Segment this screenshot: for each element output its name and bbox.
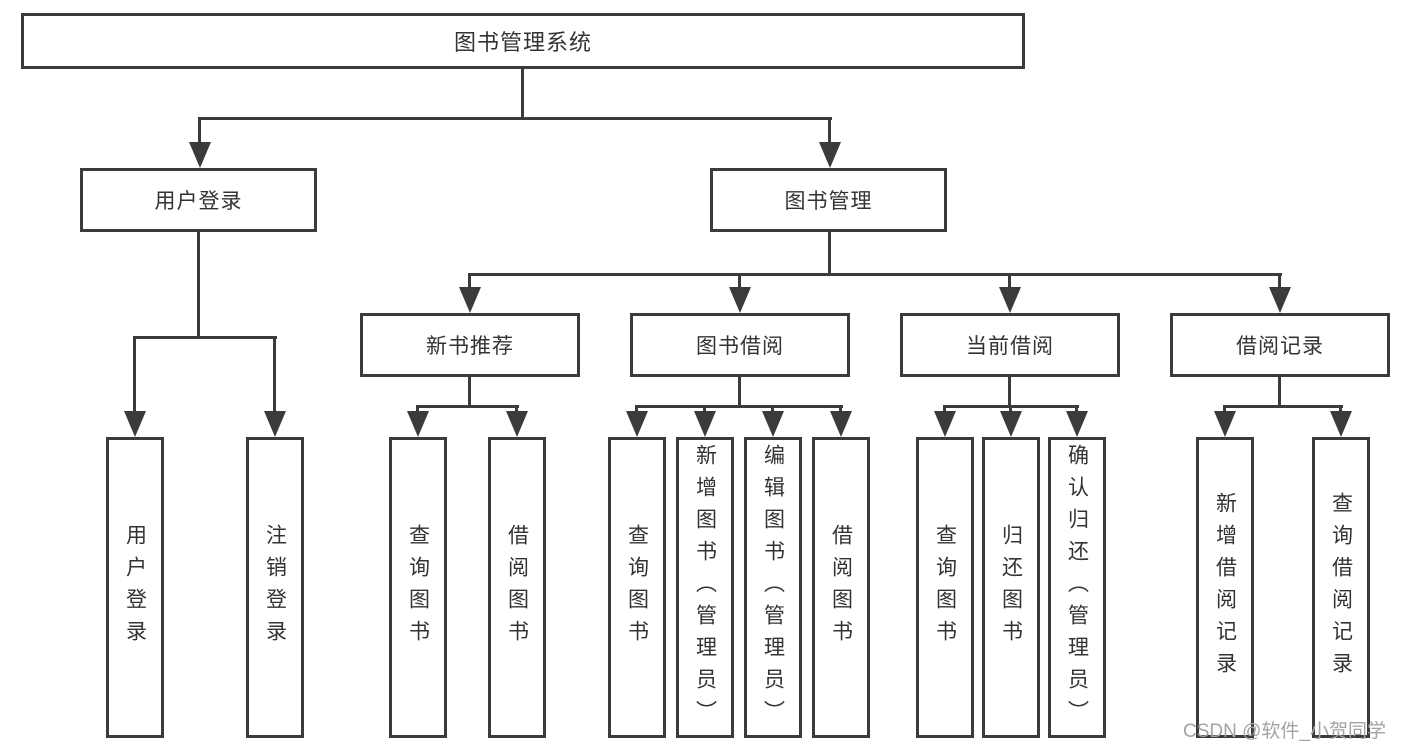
leaf-add-book-admin: 新增图书（管理员） bbox=[676, 437, 734, 738]
connector-line bbox=[1339, 405, 1342, 415]
connector-line bbox=[635, 405, 843, 408]
leaf-borrow-book-2: 借阅图书 bbox=[812, 437, 870, 738]
connector-line bbox=[133, 336, 277, 339]
leaf-query-book-1: 查询图书 bbox=[389, 437, 447, 738]
connector-line bbox=[943, 405, 946, 415]
connector-line bbox=[635, 405, 638, 415]
connector-line bbox=[1278, 273, 1281, 290]
node-label: 查询图书 bbox=[406, 523, 430, 652]
connector-line bbox=[521, 69, 524, 118]
node-label: 归还图书 bbox=[999, 523, 1023, 652]
leaf-return-book: 归还图书 bbox=[982, 437, 1040, 738]
leaf-query-borrow-record: 查询借阅记录 bbox=[1312, 437, 1370, 738]
connector-line bbox=[1075, 405, 1078, 415]
node-label: 确认归还（管理员） bbox=[1065, 443, 1089, 732]
node-current-borrow: 当前借阅 bbox=[900, 313, 1120, 377]
arrowhead-icon bbox=[762, 411, 784, 437]
connector-line bbox=[515, 405, 518, 415]
connector-line bbox=[133, 336, 136, 414]
node-label: 借阅图书 bbox=[829, 523, 853, 652]
connector-line bbox=[828, 117, 831, 145]
node-label: 图书管理系统 bbox=[453, 30, 592, 55]
arrowhead-icon bbox=[506, 411, 528, 437]
arrowhead-icon bbox=[694, 411, 716, 437]
leaf-logout: 注销登录 bbox=[246, 437, 304, 738]
node-label: 查询图书 bbox=[625, 523, 649, 652]
connector-line bbox=[1223, 405, 1226, 415]
node-label: 借阅记录 bbox=[1236, 335, 1324, 358]
node-label: 查询图书 bbox=[933, 523, 957, 652]
connector-line bbox=[738, 377, 741, 408]
arrowhead-icon bbox=[189, 142, 211, 168]
connector-line bbox=[839, 405, 842, 415]
node-label: 当前借阅 bbox=[966, 335, 1054, 358]
arrowhead-icon bbox=[1214, 411, 1236, 437]
arrowhead-icon bbox=[626, 411, 648, 437]
leaf-edit-book-admin: 编辑图书（管理员） bbox=[744, 437, 802, 738]
node-label: 注销登录 bbox=[263, 523, 287, 652]
connector-line bbox=[273, 336, 276, 414]
leaf-query-book-2: 查询图书 bbox=[608, 437, 666, 738]
arrowhead-icon bbox=[1000, 411, 1022, 437]
node-root-system: 图书管理系统 bbox=[21, 13, 1025, 69]
arrowhead-icon bbox=[1330, 411, 1352, 437]
node-label: 图书借阅 bbox=[696, 335, 784, 358]
connector-line bbox=[1009, 405, 1012, 415]
leaf-query-book-3: 查询图书 bbox=[916, 437, 974, 738]
arrowhead-icon bbox=[459, 287, 481, 313]
connector-line bbox=[738, 273, 741, 290]
connector-line bbox=[198, 117, 201, 145]
connector-line bbox=[1008, 273, 1011, 290]
node-label: 新书推荐 bbox=[426, 335, 514, 358]
leaf-confirm-return-admin: 确认归还（管理员） bbox=[1048, 437, 1106, 738]
connector-line bbox=[197, 232, 200, 339]
node-user-login: 用户登录 bbox=[80, 168, 317, 232]
node-label: 借阅图书 bbox=[505, 523, 529, 652]
arrowhead-icon bbox=[729, 287, 751, 313]
arrowhead-icon bbox=[1066, 411, 1088, 437]
node-label: 用户登录 bbox=[123, 523, 147, 652]
node-book-borrow: 图书借阅 bbox=[630, 313, 850, 377]
arrowhead-icon bbox=[124, 411, 146, 437]
connector-line bbox=[198, 117, 832, 120]
arrowhead-icon bbox=[999, 287, 1021, 313]
node-label: 新增图书（管理员） bbox=[693, 443, 717, 732]
connector-line bbox=[468, 273, 1282, 276]
node-new-book-recommend: 新书推荐 bbox=[360, 313, 580, 377]
connector-line bbox=[828, 232, 831, 276]
arrowhead-icon bbox=[830, 411, 852, 437]
arrowhead-icon bbox=[407, 411, 429, 437]
connector-line bbox=[1008, 377, 1011, 408]
node-label: 编辑图书（管理员） bbox=[761, 443, 785, 732]
connector-line bbox=[703, 405, 706, 415]
connector-line bbox=[468, 377, 471, 408]
connector-line bbox=[771, 405, 774, 415]
node-label: 用户登录 bbox=[154, 190, 243, 213]
leaf-user-login: 用户登录 bbox=[106, 437, 164, 738]
connector-line bbox=[416, 405, 419, 415]
leaf-add-borrow-record: 新增借阅记录 bbox=[1196, 437, 1254, 738]
csdn-watermark: CSDN @软件_小贺同学 bbox=[1183, 721, 1386, 742]
connector-line bbox=[1278, 377, 1281, 408]
connector-line bbox=[468, 273, 471, 290]
node-borrow-record: 借阅记录 bbox=[1170, 313, 1390, 377]
arrowhead-icon bbox=[934, 411, 956, 437]
node-label: 查询借阅记录 bbox=[1329, 491, 1353, 684]
arrowhead-icon bbox=[819, 142, 841, 168]
arrowhead-icon bbox=[264, 411, 286, 437]
connector-line bbox=[416, 405, 519, 408]
node-book-management: 图书管理 bbox=[710, 168, 947, 232]
node-label: 新增借阅记录 bbox=[1213, 491, 1237, 684]
arrowhead-icon bbox=[1269, 287, 1291, 313]
connector-line bbox=[1223, 405, 1343, 408]
leaf-borrow-book-1: 借阅图书 bbox=[488, 437, 546, 738]
node-label: 图书管理 bbox=[784, 190, 873, 213]
